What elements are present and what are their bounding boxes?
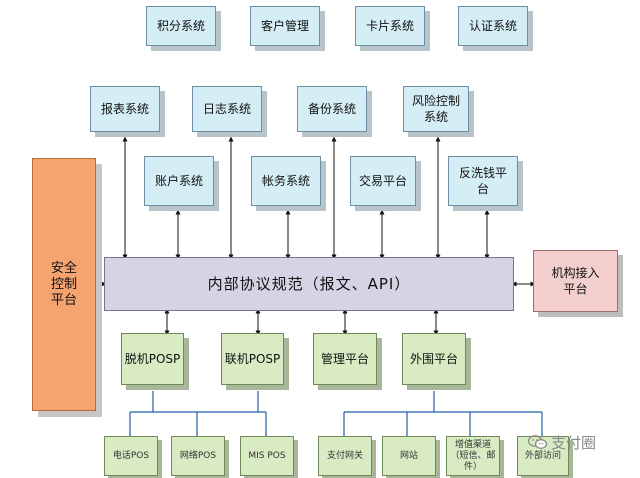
peripheral-platform-box: 外围平台 xyxy=(402,333,466,385)
watermark-text: 支付圈 xyxy=(551,434,597,452)
payment-gateway-box: 支付网关 xyxy=(318,436,372,476)
anti-money-laundering-box: 反洗钱平台 xyxy=(448,156,518,206)
customer-management-box: 客户管理 xyxy=(250,6,320,46)
offline-posp-box: 脱机POSP xyxy=(121,333,184,385)
institution-access-platform: 机构接入平台 xyxy=(533,250,618,312)
value-added-channel-box: 增值渠道（短信、邮件） xyxy=(446,436,500,476)
report-system-box: 报表系统 xyxy=(90,86,160,132)
card-system-box: 卡片系统 xyxy=(355,6,425,46)
mis-pos-box: MIS POS xyxy=(240,436,294,476)
log-system-box: 日志系统 xyxy=(192,86,262,132)
watermark: 支付圈 xyxy=(527,432,597,453)
account-system-box: 账户系统 xyxy=(144,156,214,206)
online-posp-box: 联机POSP xyxy=(221,333,284,385)
trading-platform-box: 交易平台 xyxy=(350,156,416,206)
website-box: 网站 xyxy=(382,436,436,476)
accounting-system-box: 帐务系统 xyxy=(251,156,321,206)
security-control-platform: 安全控制平台 xyxy=(32,158,96,411)
risk-control-system-box: 风险控制系统 xyxy=(403,86,469,132)
management-platform-box: 管理平台 xyxy=(313,333,377,385)
phone-pos-box: 电话POS xyxy=(104,436,158,476)
internal-protocol-bus: 内部协议规范（报文、API） xyxy=(104,257,514,311)
authentication-system-box: 认证系统 xyxy=(458,6,528,46)
network-pos-box: 网络POS xyxy=(171,436,225,476)
backup-system-box: 备份系统 xyxy=(297,86,367,132)
wechat-icon xyxy=(527,435,548,450)
points-system-box: 积分系统 xyxy=(146,6,216,46)
